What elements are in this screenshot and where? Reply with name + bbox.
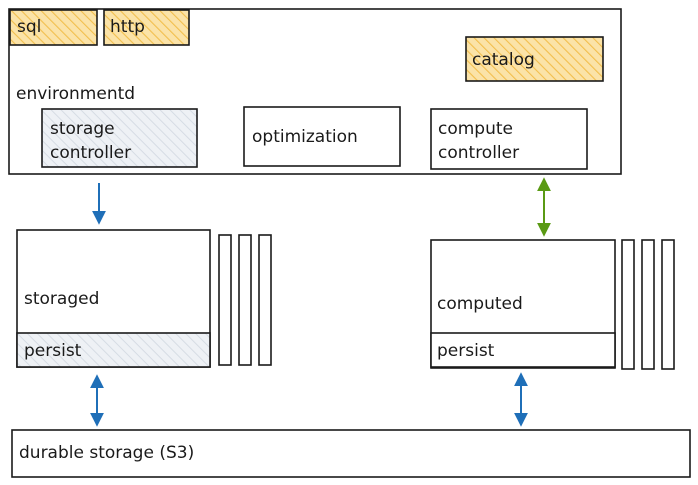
storage-controller-box [41, 108, 198, 168]
compute-controller-label-line2: controller [438, 143, 520, 163]
storaged-persist-box [16, 332, 211, 368]
compute-controller-label-line1: compute [438, 119, 513, 139]
storaged-replica-1 [218, 234, 232, 366]
durable-storage-box [11, 429, 691, 478]
storaged-persist-label: persist [24, 341, 82, 361]
http-tab [103, 9, 190, 46]
catalog-box [465, 36, 604, 82]
computed-persist-label: persist [437, 341, 495, 361]
catalog-label: catalog [472, 50, 535, 70]
optimization-label: optimization [252, 127, 358, 147]
environmentd-title: environmentd [16, 84, 136, 104]
storaged-replica-2 [238, 234, 252, 366]
computed-replica-1 [621, 239, 635, 370]
sql-tab [9, 9, 98, 46]
storaged-title: storaged [24, 289, 100, 309]
computed-replica-3 [661, 239, 675, 370]
http-label: http [110, 17, 145, 37]
computed-replica-2 [641, 239, 655, 370]
computed-persist-box [430, 332, 616, 368]
computed-title: computed [437, 294, 523, 314]
optimization-box [243, 106, 401, 167]
storage-controller-label-line2: controller [50, 143, 132, 163]
storage-controller-label-line1: storage [50, 119, 115, 139]
sql-label: sql [17, 17, 42, 37]
storaged-replica-3 [258, 234, 272, 366]
durable-storage-label: durable storage (S3) [19, 443, 195, 463]
compute-controller-box [430, 108, 588, 170]
